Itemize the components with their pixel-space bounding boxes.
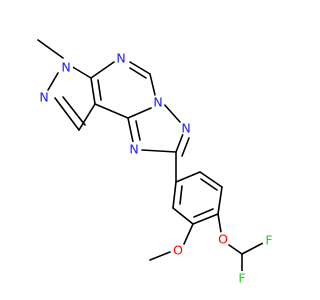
atom-n-triazole-top-label: N (181, 121, 190, 136)
atom-n-bridge-label: N (153, 95, 162, 110)
bond-pyrimidine-n-ch (129, 61, 151, 75)
atom-n-pyrimidine: N (114, 51, 128, 66)
bond-benzene-4-5 (192, 213, 219, 225)
bond-pyrimidine-c-n (90, 61, 115, 79)
bond-benzene-5-6 (172, 207, 194, 225)
bond-triazole-c-n (141, 149, 177, 153)
bond-benzene-3-4 (217, 186, 223, 215)
atom-o-ether: O (216, 232, 230, 247)
bond-pyrazole-ch-c (78, 103, 96, 131)
atom-n-triazole-left-label: N (129, 142, 138, 157)
bond-triazole-n-c (175, 133, 184, 153)
atom-f-lower-label: F (238, 271, 245, 286)
atom-f-upper: F (262, 233, 276, 248)
atom-n-bridge: N (151, 95, 165, 110)
bond-chf2-f-upper (241, 242, 264, 255)
atom-f-lower: F (235, 271, 249, 286)
atom-layer: N N N N N N O (37, 51, 276, 286)
bond-pyrazole-n-ch (54, 97, 80, 131)
atom-n-triazole-left: N (127, 142, 141, 157)
atom-n-pyrimidine-label: N (116, 51, 125, 66)
bond-methyl (37, 39, 64, 59)
bond-o-chf2 (228, 244, 243, 255)
bond-benzene-6-1-inner (179, 185, 183, 205)
bond-benzene-4-5-inner (193, 208, 214, 218)
bond-pyrimidine-n-ch-double (129, 67, 147, 79)
molecule-canvas: N N N N N N O (37, 39, 276, 286)
bond-benzene-2-3 (199, 171, 223, 188)
bond-pyrazole-c-c (90, 77, 96, 105)
atom-n-methyl: N (59, 60, 73, 75)
bond-triazole-n-c-double (181, 137, 190, 157)
bond-benzene-2-3-inner (200, 178, 218, 191)
molecule-structure: N N N N N N O (37, 39, 276, 286)
bond-triazole-n-c-fused (127, 117, 134, 143)
bond-pyrazole-c-nme (70, 65, 92, 79)
atom-o-ether-label: O (218, 232, 228, 247)
bond-pyrazole-n-n (47, 72, 59, 91)
bond-pyrazole-n-ch-double (62, 96, 86, 126)
bond-o-methyl (149, 251, 171, 261)
atom-n-methyl-label: N (61, 60, 70, 75)
atom-n-pyrazole: N (37, 90, 51, 105)
atom-o-methoxy-label: O (173, 243, 183, 258)
atom-n-pyrazole-label: N (39, 90, 48, 105)
bond-pyrazole-c-c-inner (97, 79, 102, 101)
bond-benzene-1-2 (175, 171, 201, 183)
bond-pyrimidine-n-c (127, 107, 152, 119)
bond-layer (37, 39, 264, 273)
bond-pyrimidine-c-c (94, 103, 129, 119)
bond-pyrimidine-ch-n (149, 73, 156, 96)
bond-triazole-bridge-n (162, 102, 181, 123)
atom-n-triazole-top: N (179, 121, 193, 136)
atom-o-methoxy: O (171, 243, 185, 258)
bond-benzene-6-1 (172, 181, 177, 209)
atom-f-upper-label: F (265, 233, 272, 248)
bond-aryl-o-ether (217, 213, 222, 233)
bond-aryl-o-methoxy (183, 223, 194, 245)
bond-triazole-n-c-fused-double (135, 120, 141, 141)
